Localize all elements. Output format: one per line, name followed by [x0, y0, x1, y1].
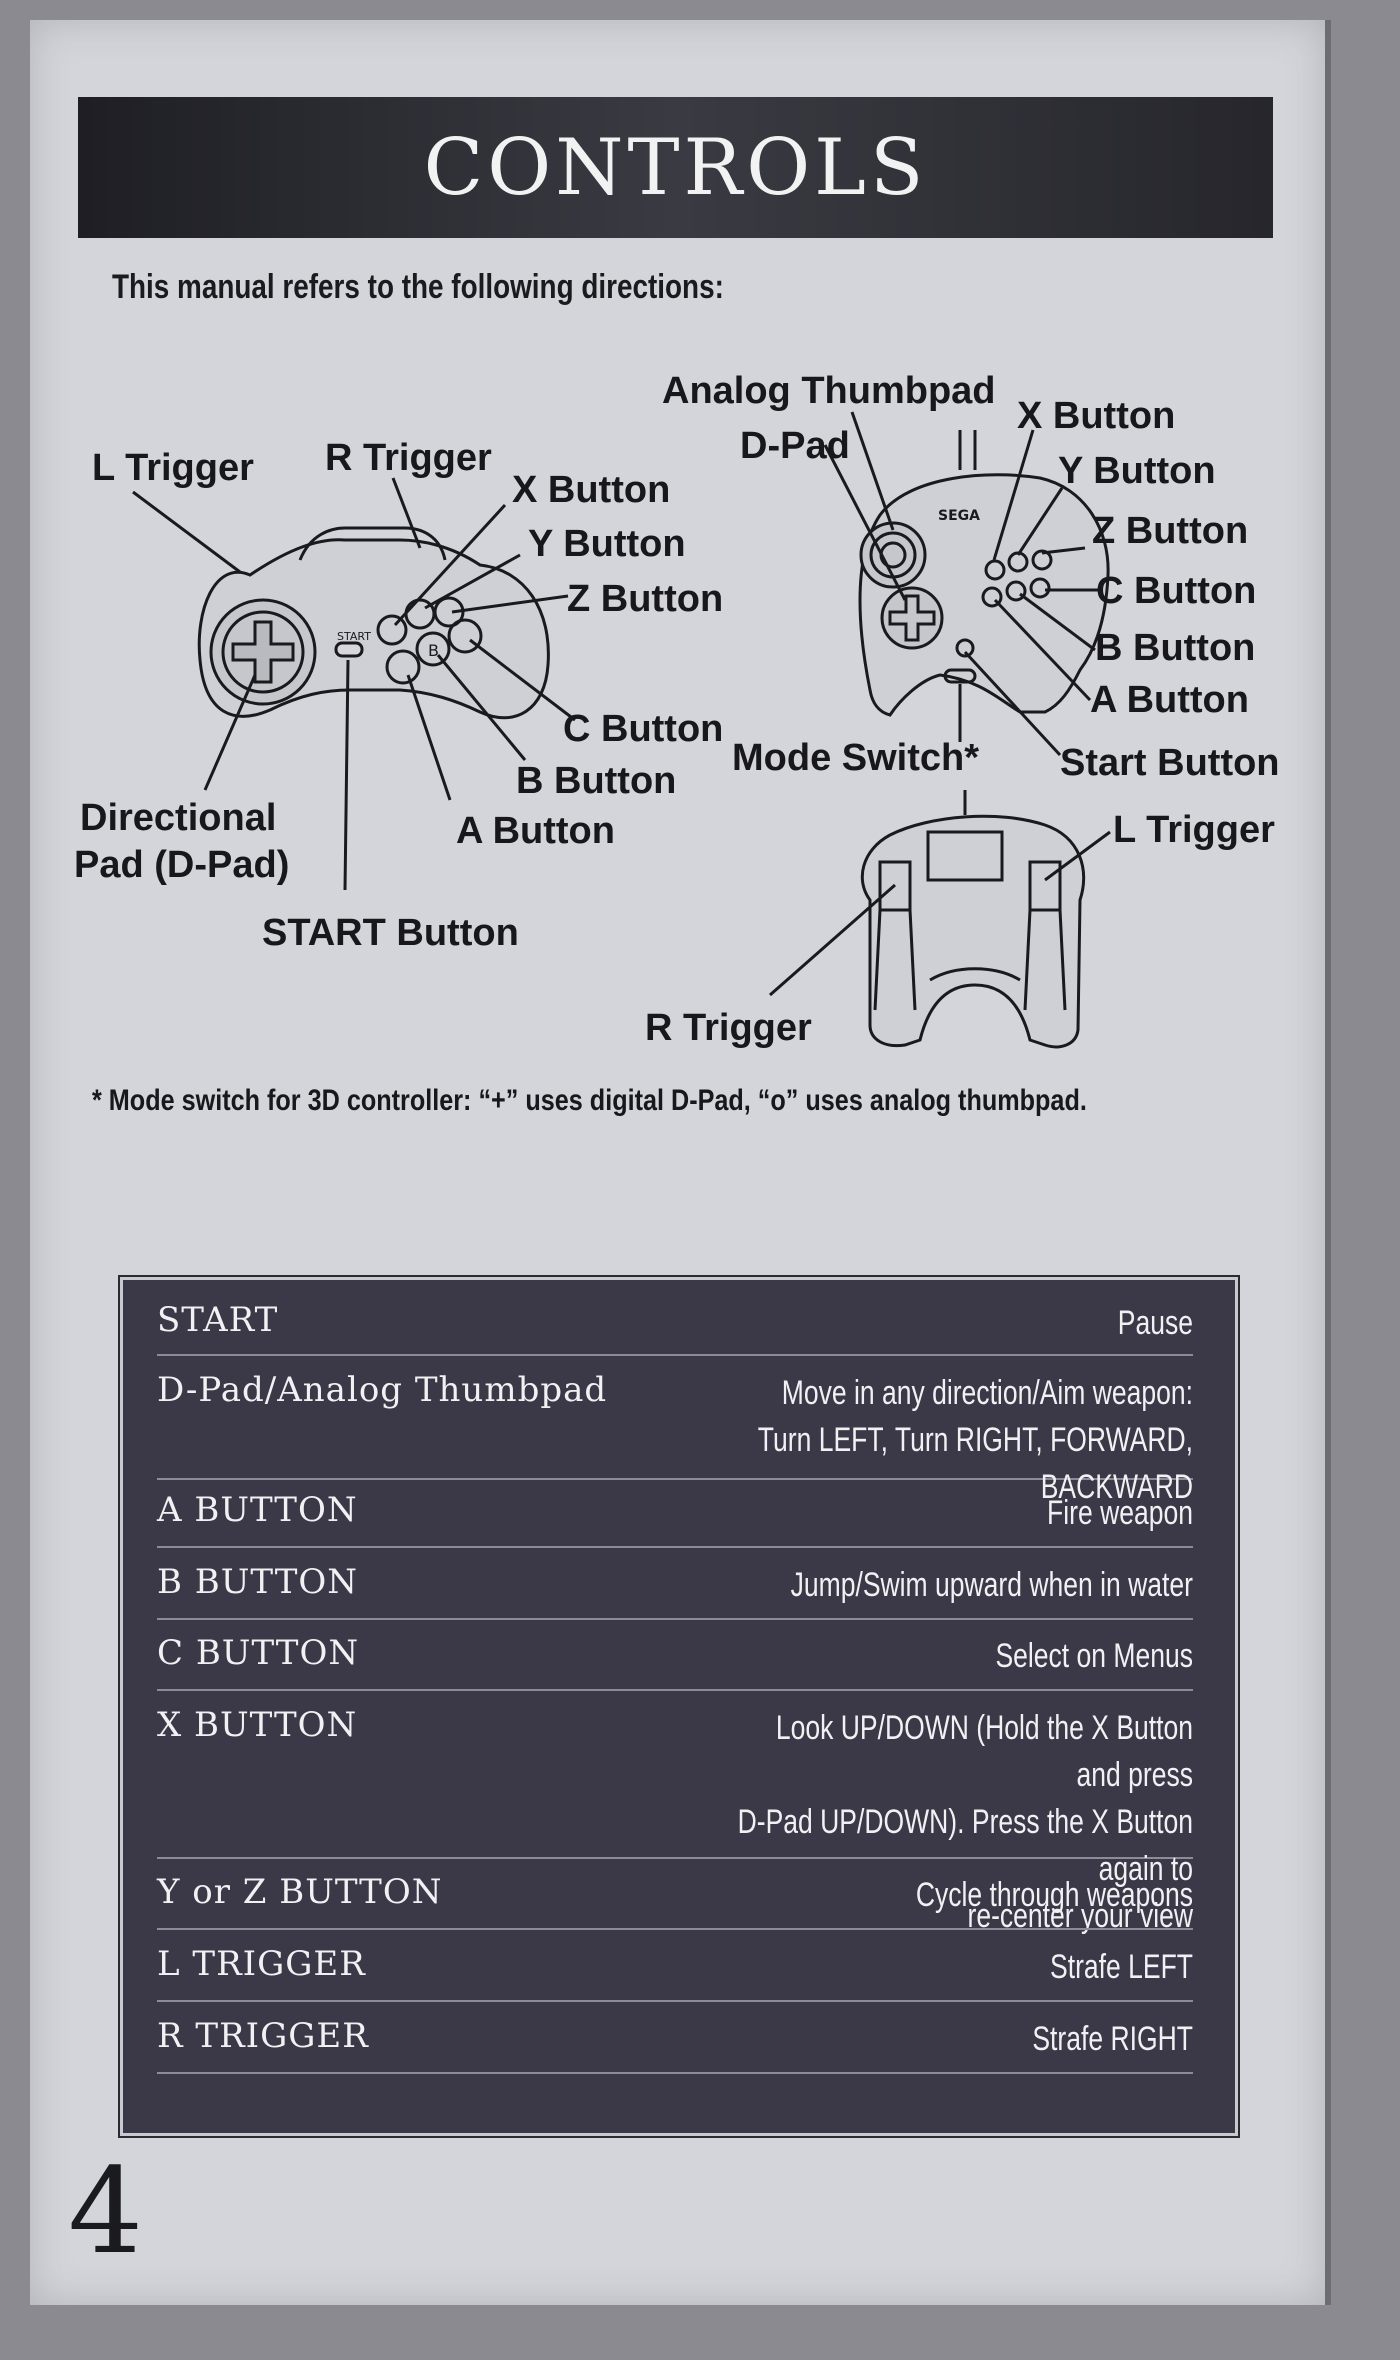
label-dpad-line1: Directional: [80, 797, 276, 839]
control-action-line: Pause: [1117, 1304, 1193, 1342]
table-row: B BUTTON Jump/Swim upward when in water: [157, 1562, 1193, 1620]
control-action-line: Jump/Swim upward when in water: [790, 1566, 1193, 1604]
control-action-line: Strafe LEFT: [1050, 1948, 1193, 1986]
label-z-button: Z Button: [567, 578, 723, 620]
control-action: Strafe RIGHT: [725, 2016, 1193, 2063]
label-x-button: X Button: [512, 469, 670, 511]
control-action: Strafe LEFT: [725, 1944, 1193, 1991]
label-analog-y-button: Y Button: [1058, 450, 1216, 492]
control-name: C BUTTON: [157, 1633, 360, 1673]
control-name: A BUTTON: [157, 1490, 358, 1530]
analog-pad-back-illustration: [860, 790, 1086, 1049]
label-start-button: START Button: [262, 912, 519, 954]
label-analog-z-button: Z Button: [1092, 510, 1248, 552]
control-action: Pause: [725, 1300, 1193, 1347]
control-action-line: Strafe RIGHT: [1032, 2020, 1193, 2058]
label-analog-dpad: D-Pad: [740, 425, 850, 467]
label-analog-a-button: A Button: [1090, 679, 1249, 721]
label-r-trigger: R Trigger: [325, 437, 492, 479]
b-button-glyph: B: [428, 641, 439, 660]
control-action-line: Look UP/DOWN (Hold the X Button and pres…: [775, 1709, 1193, 1794]
control-name: L TRIGGER: [157, 1944, 366, 1984]
control-action: Move in any direction/Aim weapon: Turn LE…: [725, 1370, 1193, 1511]
table-row: X BUTTON Look UP/DOWN (Hold the X Button …: [157, 1705, 1193, 1935]
control-action-line: Fire weapon: [1047, 1494, 1193, 1532]
label-analog-l-trigger: L Trigger: [1113, 809, 1275, 851]
control-name: X BUTTON: [157, 1705, 358, 1745]
control-action: Select on Menus: [725, 1633, 1193, 1680]
control-name: B BUTTON: [157, 1562, 359, 1602]
label-mode-switch: Mode Switch*: [732, 737, 979, 779]
table-row: D-Pad/Analog Thumbpad Move in any directi…: [157, 1370, 1193, 1506]
label-analog-thumbpad: Analog Thumbpad: [662, 370, 996, 412]
label-analog-c-button: C Button: [1096, 570, 1256, 612]
page-number: 4: [68, 2142, 144, 2280]
label-analog-r-trigger: R Trigger: [645, 1007, 812, 1049]
label-dpad-line2: Pad (D-Pad): [74, 844, 289, 886]
control-name: R TRIGGER: [157, 2016, 369, 2056]
label-b-button: B Button: [516, 760, 676, 802]
footnote: * Mode switch for 3D controller: “+” use…: [92, 1084, 1087, 1117]
label-analog-x-button: X Button: [1017, 395, 1175, 437]
label-c-button: C Button: [563, 708, 723, 750]
sega-brand: SEGA: [938, 508, 980, 524]
control-action-line: D-Pad UP/DOWN). Press the X Button again…: [737, 1803, 1193, 1888]
analog-pad-leader-lines: [823, 411, 1100, 757]
page-title: CONTROLS: [423, 122, 928, 213]
label-y-button: Y Button: [528, 523, 686, 565]
control-action: Jump/Swim upward when in water: [725, 1562, 1193, 1609]
control-action-line: Cycle through weapons: [915, 1876, 1193, 1914]
start-text-on-pad: START: [337, 630, 371, 643]
title-banner: CONTROLS: [78, 97, 1273, 238]
analog-back-leader-lines: [769, 830, 1111, 997]
table-row: R TRIGGER Strafe RIGHT: [157, 2016, 1193, 2074]
control-name: Y or Z BUTTON: [157, 1872, 443, 1912]
label-analog-start-button: Start Button: [1060, 742, 1280, 784]
table-row: C BUTTON Select on Menus: [157, 1633, 1193, 1691]
control-action-line: Select on Menus: [995, 1637, 1193, 1675]
table-row: START Pause: [157, 1300, 1193, 1356]
control-action: Cycle through weapons: [725, 1872, 1193, 1919]
table-row: Y or Z BUTTON Cycle through weapons: [157, 1872, 1193, 1930]
label-a-button: A Button: [456, 810, 615, 852]
table-row: L TRIGGER Strafe LEFT: [157, 1944, 1193, 2002]
label-analog-b-button: B Button: [1095, 627, 1255, 669]
table-row: A BUTTON Fire weapon: [157, 1490, 1193, 1548]
control-action-line: Move in any direction/Aim weapon:: [781, 1374, 1193, 1412]
control-pad-leader-lines: [132, 477, 576, 891]
control-action-line: Turn LEFT, Turn RIGHT, FORWARD, BACKWARD: [757, 1421, 1193, 1506]
label-l-trigger: L Trigger: [92, 447, 254, 489]
control-action: Fire weapon: [725, 1490, 1193, 1537]
controller-diagram: START B L Trigger R Trigger X Button Y B…: [74, 370, 1280, 1049]
control-name: D-Pad/Analog Thumbpad: [157, 1370, 608, 1410]
intro-text: This manual refers to the following dire…: [112, 268, 724, 306]
control-pad-illustration: [197, 526, 550, 720]
control-name: START: [157, 1300, 279, 1340]
